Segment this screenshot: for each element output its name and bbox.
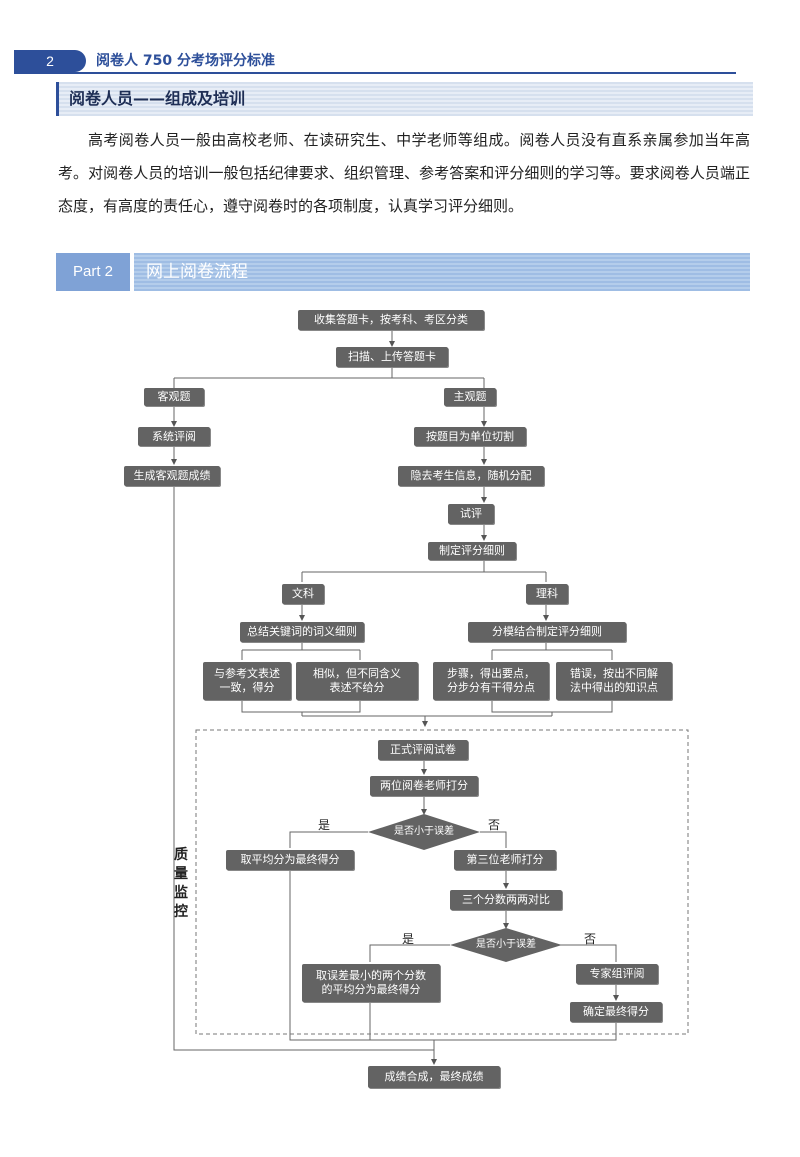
node-liberal-a: 与参考文表述 一致，得分: [203, 662, 291, 700]
node-formal: 正式评阅试卷: [378, 740, 468, 760]
node-two-teachers: 两位阅卷老师打分: [370, 776, 478, 796]
label-yes-2: 是: [402, 932, 415, 946]
node-machine-grade: 系统评阅: [138, 427, 210, 446]
node-objective-score: 生成客观题成绩: [124, 466, 220, 486]
body-paragraph: 高考阅卷人员一般由高校老师、在读研究生、中学老师等组成。阅卷人员没有直系亲属参加…: [58, 131, 750, 215]
node-collect: 收集答题卡，按考科、考区分类: [298, 310, 484, 330]
node-science-a: 步骤，得出要点， 分步分有干得分点: [433, 662, 549, 700]
node-science-rule: 分模结合制定评分细则: [468, 622, 626, 642]
node-three-compare: 三个分数两两对比: [450, 890, 562, 910]
node-merge-final: 成绩合成，最终成绩: [368, 1066, 500, 1088]
node-rules: 制定评分细则: [428, 542, 516, 560]
part-title: 网上阅卷流程: [134, 253, 750, 291]
node-split: 按题目为单位切割: [414, 427, 526, 446]
decision-within-error: 是否小于误差: [394, 826, 454, 837]
node-subjective: 主观题: [444, 388, 496, 406]
node-science: 理科: [526, 584, 568, 604]
decision-within-error-2: 是否小于误差: [476, 939, 536, 950]
node-liberal-b: 相似，但不同含义 表述不给分: [296, 662, 418, 700]
label-no: 否: [488, 818, 501, 832]
node-pick-two: 取误差最小的两个分数 的平均分为最终得分: [302, 964, 440, 1002]
node-average-final: 取平均分为最终得分: [226, 850, 354, 870]
section-heading-bar: 阅卷人员——组成及培训: [56, 82, 753, 116]
section-heading: 阅卷人员——组成及培训: [69, 89, 246, 108]
node-expert-group: 专家组评阅: [576, 964, 658, 984]
label-no-2: 否: [584, 932, 597, 946]
header-rule: [14, 72, 736, 74]
label-yes: 是: [318, 818, 331, 832]
node-science-b: 错误，按出不同解 法中得出的知识点: [556, 662, 672, 700]
part-label: Part 2: [56, 253, 130, 291]
node-decide-final: 确定最终得分: [570, 1002, 662, 1022]
node-third-teacher: 第三位老师打分: [454, 850, 556, 870]
node-hide-info: 隐去考生信息，随机分配: [398, 466, 544, 486]
page-number: 2: [14, 50, 86, 72]
node-trial: 试评: [448, 504, 494, 524]
node-scan: 扫描、上传答题卡: [336, 347, 448, 367]
node-objective: 客观题: [144, 388, 204, 406]
node-liberal-rule: 总结关键词的词义细则: [240, 622, 364, 642]
node-liberal: 文科: [282, 584, 324, 604]
running-title: 阅卷人 750 分考场评分标准: [96, 53, 275, 69]
quality-monitor-label: 质量监控: [174, 847, 188, 920]
